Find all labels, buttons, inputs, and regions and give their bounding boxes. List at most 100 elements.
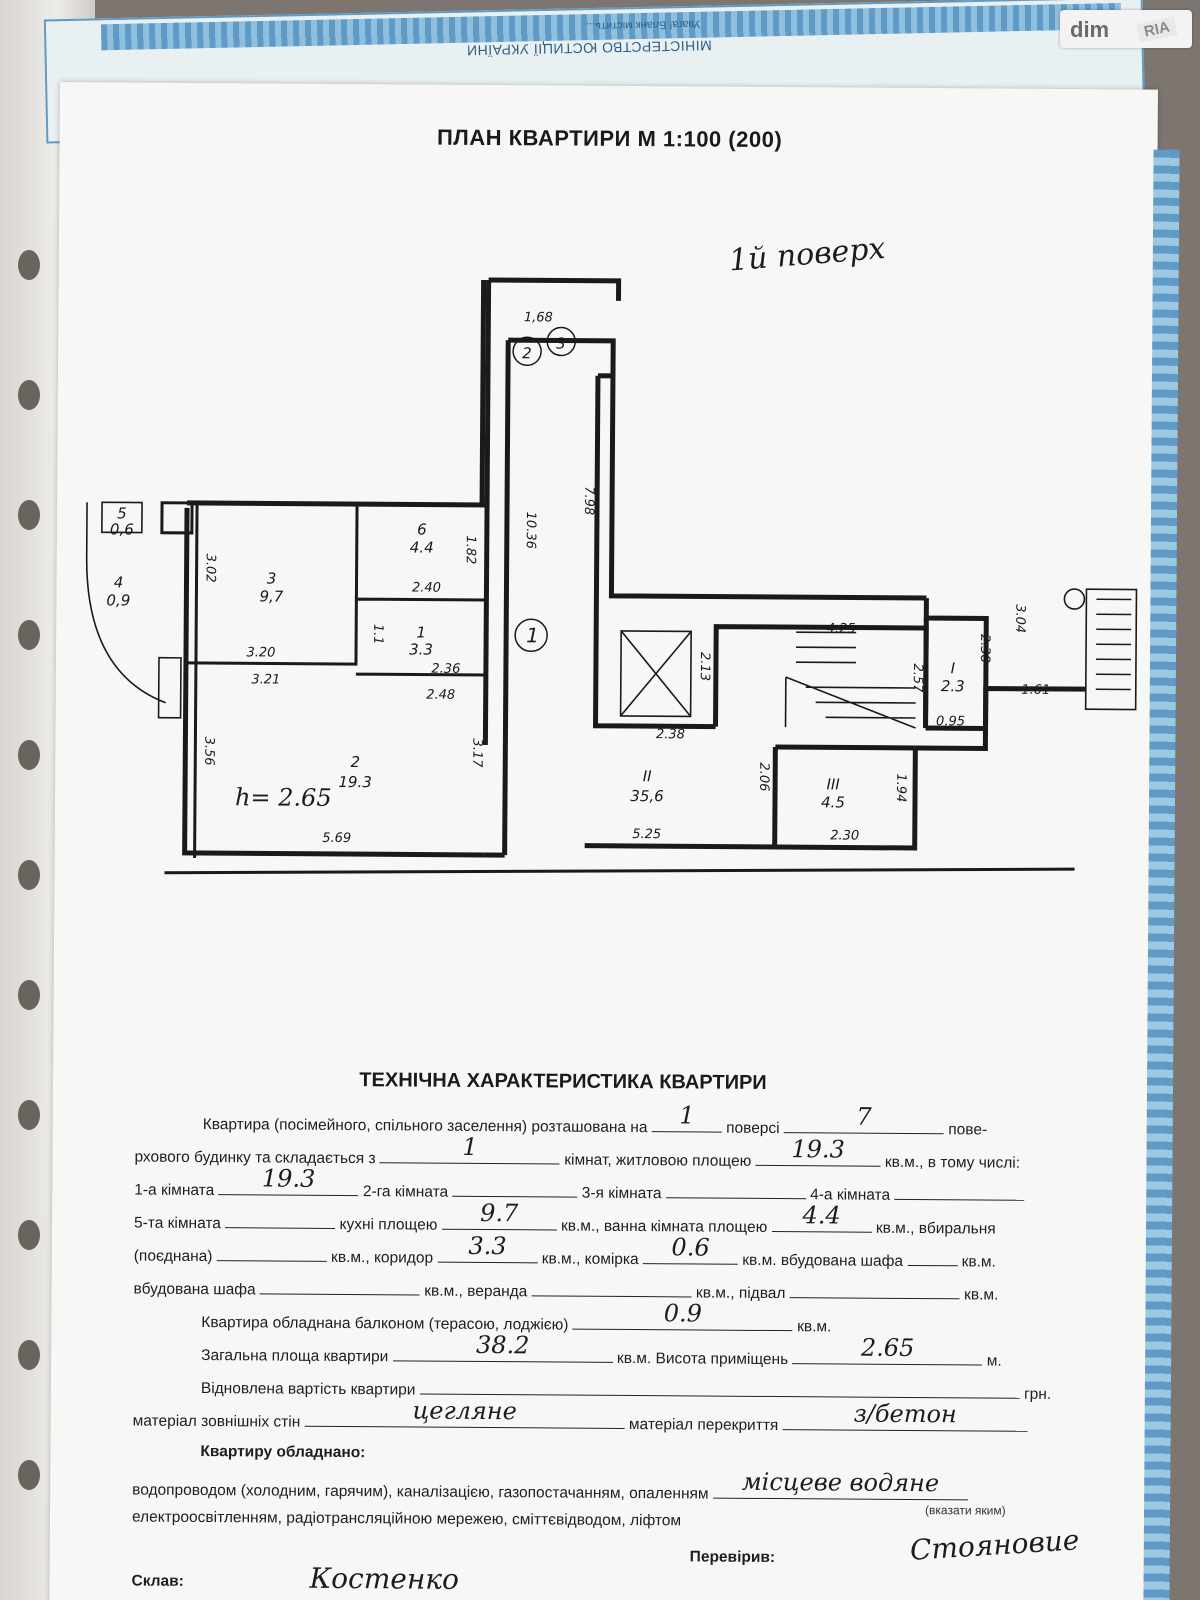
dim-label: 3.04 <box>1012 604 1027 633</box>
heating-value: місцеве водяне <box>741 1467 940 1498</box>
dim-label: 2.38 <box>656 727 685 742</box>
room-1-area: 3.3 <box>409 640 433 658</box>
form-label: водопроводом (холодним, гарячим), каналі… <box>132 1481 709 1503</box>
walls-field: цегляне <box>304 1396 625 1429</box>
floors-total-field: 7 <box>783 1103 945 1135</box>
floor-plan-sheet: ПЛАН КВАРТИРИ М 1:100 (200) 1й поверх <box>49 82 1180 1600</box>
room-4-no: 4 <box>114 573 124 591</box>
punch-hole <box>18 1340 40 1370</box>
room1-field: 19.3 <box>218 1164 359 1197</box>
storage-field: 0.6 <box>642 1233 739 1265</box>
height-field: 2.65 <box>792 1334 983 1366</box>
room-2-no: 2 <box>350 753 360 771</box>
form-label: м. <box>986 1352 1002 1370</box>
punch-hole <box>18 380 40 410</box>
room-III-area: 4.5 <box>821 793 845 811</box>
form-label: 2-га кімната <box>362 1183 449 1201</box>
living-area-value: 19.3 <box>791 1135 845 1164</box>
punch-hole <box>18 860 40 890</box>
dim-label: 5.69 <box>322 831 351 846</box>
form-label: кв.м., вбиральня <box>875 1219 996 1238</box>
certificate-subheader: Увага! Бланк містить... <box>585 17 701 33</box>
form-label: кв.м., веранда <box>424 1282 528 1301</box>
checker-signature: Стояновие <box>908 1523 1081 1567</box>
form-label: кухні площею <box>339 1215 438 1234</box>
form-label: (поєднана) <box>133 1247 213 1266</box>
form-line-6: вбудована шафа кв.м., веранда кв.м., під… <box>134 1275 999 1305</box>
form-line-4: 5-та кімната кухні площею 9.7 кв.м., ван… <box>134 1199 996 1239</box>
composed-label: Склав: <box>131 1572 184 1590</box>
dim-label: 10.36 <box>523 512 538 549</box>
composer-signature: Костенко <box>309 1561 460 1596</box>
room-I-no: I <box>951 659 956 677</box>
total-area-value: 38.2 <box>475 1330 530 1360</box>
room-1-no: 1 <box>416 624 426 642</box>
form-label: пове- <box>948 1121 988 1139</box>
room-5-no: 5 <box>117 504 127 522</box>
form-label: Загальна площа квартири <box>201 1347 389 1366</box>
room-II-no: II <box>643 767 653 785</box>
living-area-field: 19.3 <box>755 1135 881 1167</box>
form-label: кв.м., коридор <box>331 1248 434 1267</box>
punch-hole <box>18 740 40 770</box>
punch-hole <box>18 1100 40 1130</box>
toilet-field <box>216 1242 327 1262</box>
balcony-field: 0.9 <box>572 1299 793 1332</box>
tech-title: ТЕХНІЧНА ХАРАКТЕРИСТИКА КВАРТИРИ <box>359 1069 767 1094</box>
heating-field: місцеве водяне <box>712 1468 968 1501</box>
cost-field <box>419 1375 1020 1399</box>
rooms-value: 1 <box>462 1132 478 1161</box>
dim-label: 3.02 <box>203 554 218 583</box>
form-line-13: електроосвітленням, радіотрансляційною м… <box>132 1509 681 1531</box>
room5-field <box>225 1209 336 1229</box>
room-III-no: III <box>826 775 840 793</box>
form-label: кв.м., в тому числі: <box>884 1153 1021 1172</box>
corridor-field: 3.3 <box>437 1232 538 1264</box>
wardrobe-field <box>907 1246 958 1267</box>
form-line-3: 1-а кімната 19.3 2-га кімната 3-я кімнат… <box>134 1164 1025 1206</box>
dim-label: 2.30 <box>830 828 859 843</box>
bath-value: 4.4 <box>802 1201 841 1230</box>
room-2-area: 19.3 <box>338 773 372 791</box>
kitchen-field: 9.7 <box>441 1199 557 1231</box>
form-label: кв.м. <box>961 1253 996 1271</box>
room-6-no: 6 <box>417 521 427 539</box>
form-label: кв.м. вбудована шафа <box>742 1251 904 1270</box>
marker-3: 3 <box>556 334 566 352</box>
room-3-no: 3 <box>267 569 277 587</box>
form-label: 3-я кімната <box>581 1184 662 1203</box>
dim-label: 2.06 <box>756 762 771 791</box>
marker-2: 2 <box>522 344 532 362</box>
dim-label: 2.36 <box>431 662 460 677</box>
dim-label: 1,68 <box>524 310 553 325</box>
basement-field <box>789 1279 960 1300</box>
room-4-area: 0,9 <box>106 591 130 609</box>
dim-label: 3.56 <box>201 737 216 766</box>
height-value: 2.65 <box>860 1333 915 1362</box>
room-II-area: 35,6 <box>630 787 664 805</box>
form-label: кв.м. <box>964 1286 999 1304</box>
room-3-area: 9,7 <box>259 587 283 605</box>
room4-field <box>894 1180 1025 1201</box>
punch-hole <box>18 500 40 530</box>
punch-hole <box>18 1460 40 1490</box>
form-line-8: Загальна площа квартири 38.2 кв.м. Висот… <box>201 1331 1002 1371</box>
punch-hole <box>18 250 40 280</box>
dim-label: 1.61 <box>1021 683 1050 698</box>
walls-value: цегляне <box>412 1396 517 1426</box>
total-area-field: 38.2 <box>392 1331 613 1363</box>
form-label: кімнат, житловою площею <box>564 1151 752 1170</box>
form-label: 1-а кімната <box>134 1181 215 1200</box>
dim-label: 4.25 <box>827 621 856 636</box>
room2-field <box>452 1177 578 1198</box>
dim-label: 7.98 <box>581 486 596 515</box>
dim-label: 3.20 <box>246 645 275 660</box>
form-label: кв.м., комірка <box>541 1250 639 1269</box>
floor-value: 1 <box>679 1101 695 1130</box>
form-line-10: матеріал зовнішніх стін цегляне матеріал… <box>133 1396 1028 1437</box>
form-line-5: (поєднана) кв.м., коридор 3.3 кв.м., ком… <box>133 1232 996 1272</box>
dim-label: 2.57 <box>910 663 925 693</box>
rooms-field: 1 <box>379 1133 561 1165</box>
floor-field: 1 <box>651 1101 722 1133</box>
